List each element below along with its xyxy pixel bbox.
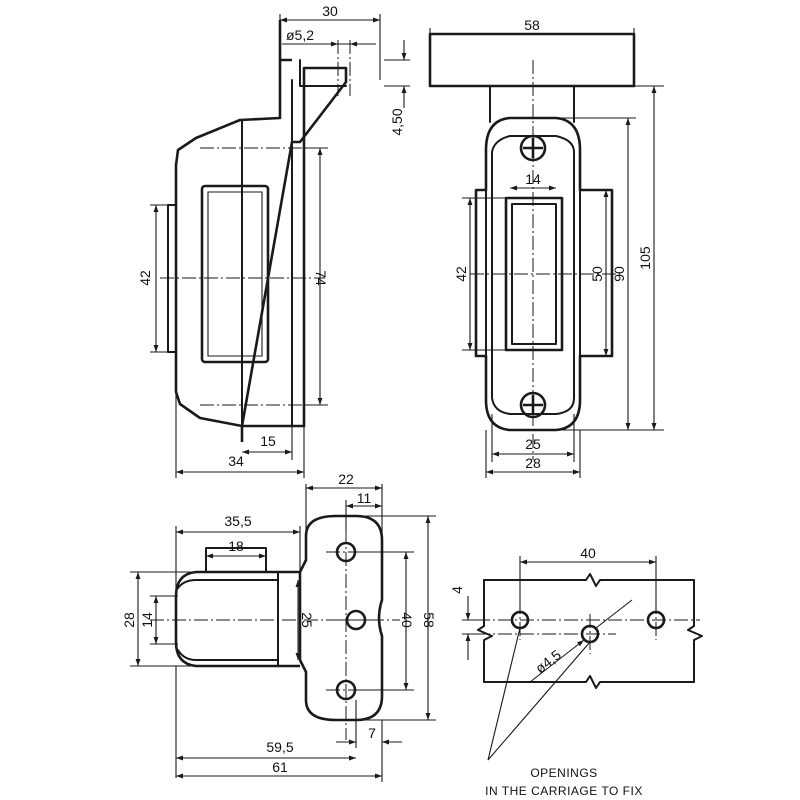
carriage-strip-bottom-edge bbox=[483, 675, 695, 689]
dim-height-25: 25 bbox=[299, 612, 315, 628]
side-flange bbox=[428, 32, 636, 88]
carriage-note-line1: OPENINGS bbox=[530, 766, 597, 780]
latch-side-view: 58 14 42 50 90 105 25 28 bbox=[428, 17, 664, 478]
dim-length-59-5: 59,5 bbox=[266, 739, 293, 755]
dim-outer-width: 28 bbox=[525, 455, 541, 471]
dim-plate-width: 22 bbox=[338, 471, 354, 487]
strike-body-outline bbox=[174, 570, 300, 668]
dim-window-width: 14 bbox=[525, 171, 541, 187]
dim-total-width: 34 bbox=[228, 453, 244, 469]
dim-top-width: 30 bbox=[322, 3, 338, 19]
dim-height-90: 90 bbox=[611, 266, 627, 282]
dim-side-window-height: 42 bbox=[453, 266, 469, 282]
carriage-detail-view: 40 4 ø4,5 OPENINGS IN THE CARRIAGE TO FI… bbox=[449, 545, 703, 798]
dim-body-length: 35,5 bbox=[224, 513, 251, 529]
dim-height-50: 50 bbox=[589, 266, 605, 282]
dim-edge-offset: 7 bbox=[368, 725, 376, 741]
latch-front-view: 30 ø5,2 4,50 74 42 15 34 bbox=[137, 3, 410, 478]
dim-hole-pitch: 40 bbox=[399, 612, 415, 628]
dim-hole-offset: 11 bbox=[357, 490, 372, 506]
latch-window bbox=[200, 184, 270, 364]
dim-height-14: 14 bbox=[139, 612, 155, 628]
dim-plate-height: 58 bbox=[421, 612, 437, 628]
dim-inner-width: 25 bbox=[525, 436, 541, 452]
dim-tongue-width: 15 bbox=[260, 433, 276, 449]
dim-hole-diameter: ø5,2 bbox=[286, 27, 314, 43]
strike-plate-view: 35,5 18 28 14 25 40 58 22 11 7 bbox=[121, 471, 437, 782]
dim-carriage-offset: 4 bbox=[449, 586, 465, 594]
carriage-note-line2: IN THE CARRIAGE TO FIX bbox=[485, 784, 643, 798]
dim-height-105: 105 bbox=[637, 246, 653, 270]
carriage-strip-top-edge bbox=[483, 573, 695, 587]
dim-flange-width: 58 bbox=[524, 17, 540, 33]
dim-carriage-pitch: 40 bbox=[580, 545, 596, 561]
dim-overall-height: 74 bbox=[313, 270, 329, 286]
dim-slot-width: 18 bbox=[228, 538, 244, 554]
dim-carriage-hole-diameter: ø4,5 bbox=[532, 646, 564, 676]
dim-offset: 4,50 bbox=[389, 108, 405, 135]
dim-height-28: 28 bbox=[121, 612, 137, 628]
dim-length-61: 61 bbox=[272, 759, 288, 775]
dim-window-height: 42 bbox=[137, 270, 153, 286]
